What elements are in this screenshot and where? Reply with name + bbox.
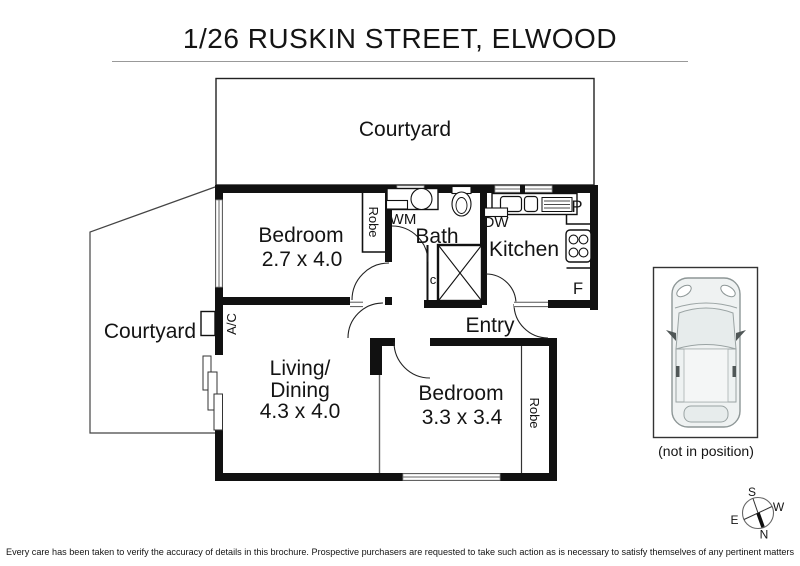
wall-segment bbox=[590, 193, 598, 310]
compass-south: S bbox=[748, 485, 756, 499]
entry-label: Entry bbox=[465, 314, 515, 337]
wall-segment bbox=[215, 297, 223, 355]
bedroom1-label: Bedroom bbox=[258, 224, 343, 247]
wm-label: WM bbox=[390, 211, 417, 228]
cooktop-icon bbox=[565, 229, 592, 263]
wall-segment bbox=[548, 300, 598, 308]
bedroom1-dimensions: 2.7 x 4.0 bbox=[262, 248, 343, 271]
header: 1/26 RUSKIN STREET, ELWOOD bbox=[112, 23, 688, 62]
living-dimensions: 4.3 x 4.0 bbox=[260, 400, 341, 423]
wall-segment bbox=[385, 193, 392, 262]
disclaimer-text: Every care has been taken to verify the … bbox=[6, 547, 794, 558]
rear-window bbox=[683, 405, 729, 423]
hood-line bbox=[674, 302, 738, 309]
compass-rose-icon: S W E N bbox=[730, 485, 784, 542]
threshold bbox=[514, 301, 548, 308]
door-thresholds bbox=[350, 301, 548, 308]
wall-segment bbox=[430, 338, 557, 346]
robe1-label: Robe bbox=[366, 206, 381, 237]
windshield bbox=[675, 307, 737, 350]
door-arc bbox=[351, 262, 390, 301]
ac-label: A/C bbox=[224, 313, 239, 335]
compass-needle bbox=[756, 512, 765, 528]
top-courtyard-label: Courtyard bbox=[359, 118, 451, 141]
door-arc bbox=[485, 273, 517, 305]
compass-north: N bbox=[760, 528, 769, 542]
wall-segment bbox=[424, 300, 482, 308]
pantry-label: P bbox=[571, 198, 582, 216]
window bbox=[213, 393, 223, 431]
left-courtyard-outline bbox=[89, 186, 216, 434]
door-arc bbox=[347, 302, 384, 339]
door-handle bbox=[732, 366, 736, 377]
wall-segment bbox=[549, 346, 557, 481]
roof bbox=[683, 348, 729, 403]
living-label-line2: Dining bbox=[270, 379, 330, 402]
dishwasher-icon bbox=[483, 207, 509, 218]
wall-segment bbox=[385, 297, 392, 305]
kitchen-fixtures bbox=[483, 192, 592, 263]
threshold bbox=[350, 301, 363, 308]
page-title: 1/26 RUSKIN STREET, ELWOOD bbox=[183, 23, 617, 54]
car-icon bbox=[666, 277, 746, 428]
headlight-icon bbox=[676, 284, 692, 298]
car-space-note: (not in position) bbox=[658, 443, 754, 459]
fridge-label: F bbox=[573, 280, 583, 298]
sink-bowl-icon bbox=[523, 195, 539, 213]
bedroom2-label: Bedroom bbox=[418, 382, 503, 405]
dw-label: DW bbox=[484, 214, 510, 231]
wall-segment bbox=[480, 193, 487, 305]
left-courtyard: Courtyard bbox=[89, 186, 216, 434]
mirror-icon bbox=[666, 330, 676, 341]
door-handle bbox=[676, 366, 680, 377]
compass-circle bbox=[741, 496, 775, 530]
compass-east: E bbox=[730, 513, 738, 527]
robe2-label: Robe bbox=[527, 397, 542, 428]
robe-partition bbox=[361, 193, 385, 253]
room-labels: Bedroom 2.7 x 4.0 Bath Kitchen Entry Liv… bbox=[224, 198, 583, 429]
basin-icon bbox=[410, 187, 433, 211]
left-courtyard-label: Courtyard bbox=[104, 320, 196, 343]
top-courtyard: Courtyard bbox=[215, 77, 595, 186]
ac-unit-icon bbox=[200, 310, 216, 337]
wall-segment bbox=[370, 338, 382, 375]
shower-cross-lines bbox=[438, 245, 482, 301]
cupboard-label: c bbox=[430, 272, 437, 287]
car-space: (not in position) bbox=[652, 266, 759, 459]
living-label-line1: Living/ bbox=[270, 357, 331, 380]
compass-west: W bbox=[773, 500, 785, 514]
door-arc bbox=[513, 303, 549, 339]
cooktop-burners bbox=[568, 234, 589, 258]
headlight-icon bbox=[720, 284, 736, 298]
doors bbox=[347, 225, 549, 379]
drainer-lines bbox=[544, 200, 570, 209]
toilet-bowl-icon bbox=[455, 197, 468, 214]
door-arc bbox=[393, 341, 431, 379]
mirror-icon bbox=[736, 330, 746, 341]
wall-segment bbox=[215, 473, 382, 481]
window-mullion bbox=[520, 185, 525, 193]
window bbox=[207, 371, 218, 411]
kitchen-label: Kitchen bbox=[489, 238, 559, 261]
wall-segment bbox=[215, 430, 223, 473]
bath-label: Bath bbox=[415, 225, 458, 248]
door-arc bbox=[391, 225, 429, 263]
bathroom-fixtures bbox=[385, 185, 484, 303]
stepped-window bbox=[202, 355, 223, 431]
bedroom2-dimensions: 3.3 x 3.4 bbox=[422, 406, 503, 429]
wall-segment bbox=[370, 338, 395, 346]
wall-segment bbox=[215, 297, 350, 305]
washing-machine-icon bbox=[385, 199, 409, 210]
